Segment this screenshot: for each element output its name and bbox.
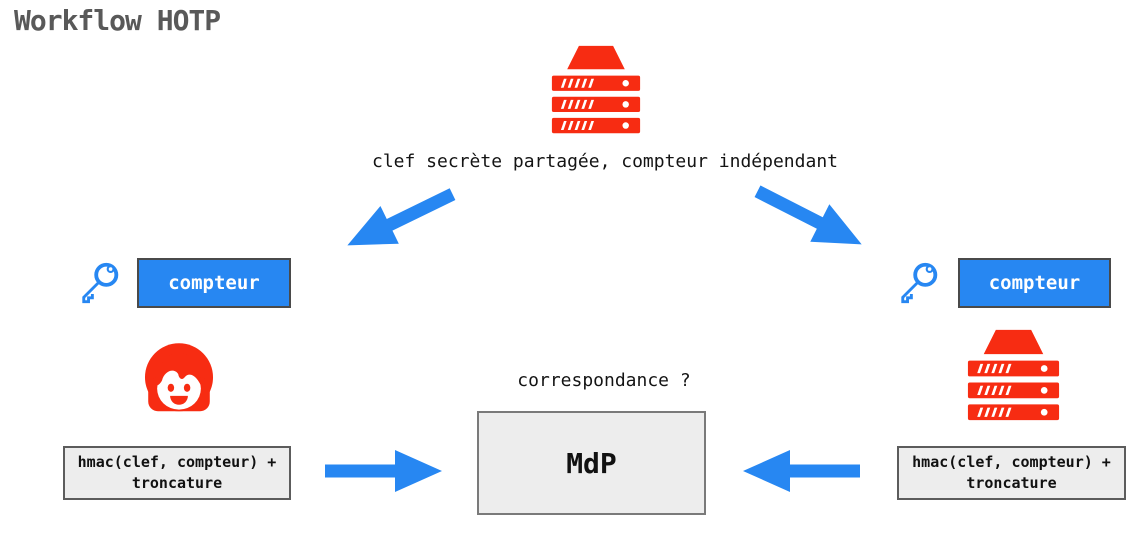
correspondence-question-label: correspondance ? <box>517 370 691 391</box>
right-hmac-line1: hmac(clef, compteur) + <box>912 453 1111 471</box>
left-counter-label: compteur <box>168 272 260 294</box>
left-counter-box: compteur <box>137 258 291 308</box>
left-hmac-line1: hmac(clef, compteur) + <box>77 453 277 471</box>
arrow-right-to-result-icon <box>742 449 860 493</box>
left-hmac-box: hmac(clef, compteur) + troncature <box>63 446 291 500</box>
shared-secret-label: clef secrète partagée, compteur indépend… <box>372 151 838 172</box>
arrow-left-to-result-icon <box>325 449 443 493</box>
password-result-label: MdP <box>566 446 617 480</box>
password-result-box: MdP <box>477 411 706 515</box>
right-counter-label: compteur <box>988 272 1081 294</box>
key-icon <box>78 259 124 305</box>
right-hmac-box: hmac(clef, compteur) + troncature <box>897 446 1126 500</box>
server-rack-icon <box>966 329 1061 422</box>
right-counter-box: compteur <box>958 258 1111 308</box>
arrow-to-right-counter-icon <box>747 172 872 265</box>
arrow-to-left-counter-icon <box>333 172 466 267</box>
right-hmac-line2: troncature <box>966 474 1057 492</box>
key-icon <box>897 259 943 305</box>
left-hmac-line2: troncature <box>131 474 223 492</box>
woman-face-icon <box>137 340 221 421</box>
server-rack-icon <box>551 45 641 135</box>
page-title: Workflow HOTP <box>14 4 221 37</box>
